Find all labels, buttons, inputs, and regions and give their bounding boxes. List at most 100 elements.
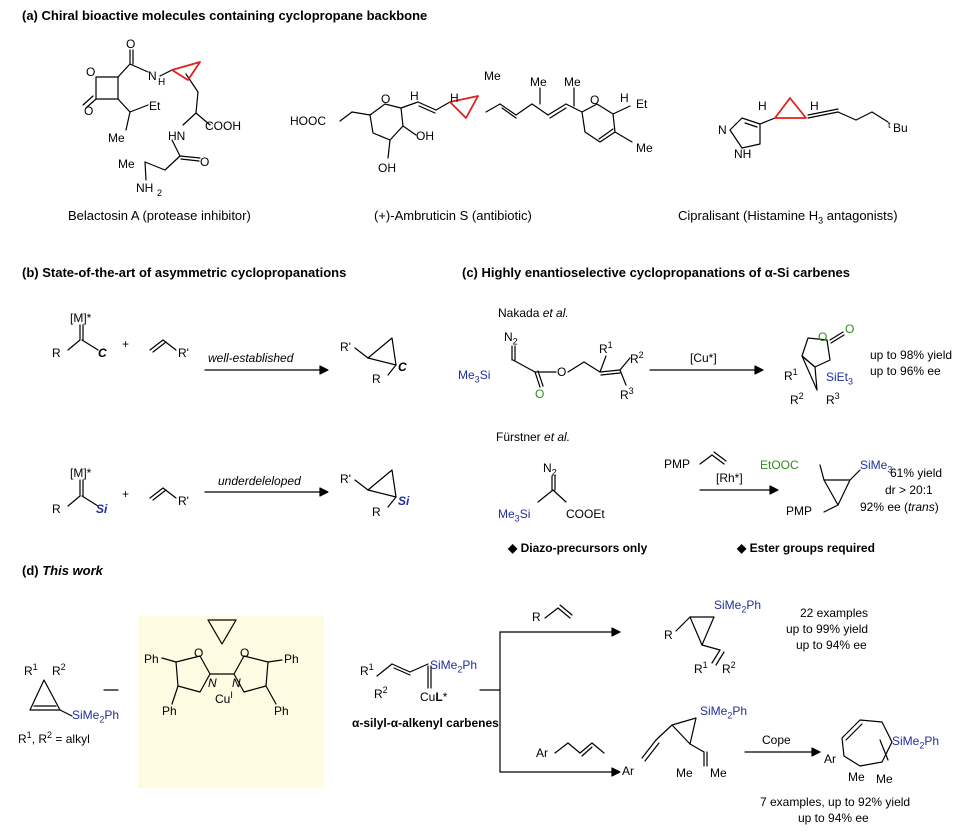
nakada-prod-o-carbonyl: O	[845, 322, 855, 336]
nakada-prod-r1: R1	[784, 367, 798, 383]
furstner-dr: dr > 20:1	[885, 483, 933, 497]
top-prod-r: R	[664, 628, 673, 642]
nakada-prod-o-ring: O	[818, 330, 828, 344]
nakada-me3si: Me3Si	[458, 368, 491, 385]
belactosin-cyclopropane	[171, 61, 201, 81]
nakada-n2: N2	[504, 330, 518, 347]
sm-sime2ph: SiMe2Ph	[72, 708, 120, 725]
ligand-ph4: Ph	[274, 704, 289, 718]
ligand-o1: O	[194, 646, 204, 660]
ambruticin-h-cp: H	[450, 91, 459, 105]
int-cul: CuL*	[420, 690, 448, 704]
top-yield: up to 99% yield	[786, 622, 869, 636]
belactosin-cooh: COOH	[205, 119, 241, 133]
panel-b-graphics	[67, 324, 397, 508]
int-r1: R1	[360, 662, 374, 678]
furstner-prod-sime3: SiMe3	[860, 458, 893, 475]
cipralisant-structure	[729, 108, 889, 149]
ligand-ph3: Ph	[162, 704, 177, 718]
top-prod-r2: R2	[722, 660, 736, 676]
belactosin-et: Et	[149, 99, 161, 113]
cope-prod-sime2ph: SiMe2Ph	[892, 734, 940, 751]
ambruticin-me4: Me	[636, 141, 653, 155]
b-r2-prod-r: R	[372, 505, 381, 519]
cipralisant-cyclopropane	[774, 97, 807, 119]
top-examples: 22 examples	[800, 606, 869, 620]
ambruticin-oh2: OH	[378, 161, 396, 175]
nakada-prod-r3: R3	[826, 391, 840, 407]
sm-r1: R1	[24, 662, 38, 678]
b-r1-r: R	[52, 346, 61, 360]
furstner-ee: 92% ee (trans)	[860, 500, 939, 514]
b-r1-alkene-r: R'	[178, 346, 189, 360]
panel-b-heading: (b) State-of-the-art of asymmetric cyclo…	[22, 265, 347, 280]
ligand-cu: CuI	[215, 690, 233, 706]
ligand-o2: O	[240, 646, 250, 660]
belactosin-nh2: NH	[136, 181, 153, 195]
belactosin-hn: HN	[168, 129, 185, 143]
bottom-examples: 7 examples, up to 92% yield	[760, 795, 911, 809]
panel-a-heading: (a) Chiral bioactive molecules containin…	[22, 8, 428, 23]
int-carbene-label: α-silyl-α-alkenyl carbenes	[352, 716, 499, 730]
sm-r2: R2	[52, 662, 66, 678]
nakada-yield: up to 98% yield	[870, 348, 953, 362]
bullet-diazo: ◆ Diazo-precursors only	[508, 541, 648, 555]
ambruticin-h1: H	[410, 89, 419, 103]
top-prod-sime2ph: SiMe2Ph	[714, 598, 762, 615]
ligand-ph1: Ph	[144, 652, 159, 666]
b-r1-prod-c: C	[398, 360, 407, 374]
b-r1-prod-rp: R'	[340, 340, 351, 354]
int-r2: R2	[374, 685, 388, 701]
b-r1-metal: [M]*	[70, 311, 92, 325]
furstner-n2: N2	[543, 461, 557, 478]
cope-prod-me2: Me	[876, 772, 893, 786]
furstner-pmp-reagent: PMP	[664, 457, 691, 471]
bottom-prod-me1: Me	[676, 766, 693, 780]
nakada-prod-r2: R2	[790, 391, 804, 407]
cipralisant-h2: H	[810, 99, 819, 113]
b-r2-metal: [M]*	[70, 466, 92, 480]
ambruticin-me2: Me	[530, 75, 547, 89]
bottom-prod-ar: Ar	[622, 764, 634, 778]
b-r1-plus: +	[122, 337, 130, 351]
panel-d-heading: (d) This work	[22, 563, 103, 578]
nakada-o-carbonyl: O	[535, 387, 545, 401]
bottom-prod-sime2ph: SiMe2Ph	[700, 704, 748, 721]
furstner-me3si: Me3Si	[498, 507, 531, 524]
panel-c-heading: (c) Highly enantioselective cyclopropana…	[462, 265, 851, 280]
belactosin-me: Me	[108, 131, 125, 145]
belactosin-nh2-sub: 2	[157, 188, 162, 198]
top-reagent-r: R	[532, 610, 541, 624]
belactosin-h: H	[158, 77, 165, 88]
furstner-prod-etooc: EtOOC	[760, 458, 799, 472]
top-prod-r1: R1	[694, 660, 708, 676]
b-r1-prod-r: R	[372, 372, 381, 386]
b-r2-si: Si	[96, 502, 108, 516]
b-r2-alkene-r: R'	[178, 494, 189, 508]
nakada-r1: R1	[599, 340, 613, 356]
belactosin-nh: N	[148, 69, 157, 83]
cipralisant-caption: Cipralisant (Histamine H3 antagonists)	[678, 208, 898, 226]
bullet-ester: ◆ Ester groups required	[737, 541, 875, 555]
cope-label: Cope	[762, 733, 791, 747]
ambruticin-hooc: HOOC	[290, 114, 326, 128]
b-r1-c: C	[98, 346, 107, 360]
belactosin-o4: O	[200, 155, 209, 169]
furstner-yield: 61% yield	[890, 466, 943, 480]
furstner-catalyst: [Rh*]	[716, 471, 743, 485]
nakada-prod-siet3: SiEt3	[826, 370, 854, 387]
b-r1-arrow-label: well-established	[208, 351, 294, 365]
ligand-ph2: Ph	[284, 652, 299, 666]
belactosin-o1: O	[84, 104, 93, 118]
sm-alkyl-note: R1, R2 = alkyl	[18, 730, 90, 746]
furstner-cooet: COOEt	[566, 507, 605, 521]
ambruticin-me1: Me	[484, 69, 501, 83]
int-sime2ph: SiMe2Ph	[430, 658, 478, 675]
furstner-label: Fürstner et al.	[496, 430, 571, 444]
ligand-n1: N	[208, 676, 217, 690]
ambruticin-caption: (+)-Ambruticin S (antibiotic)	[374, 208, 532, 223]
panel-d-graphics	[29, 604, 893, 777]
top-ee: up to 94% ee	[796, 638, 867, 652]
ambruticin-oh1: OH	[416, 129, 434, 143]
